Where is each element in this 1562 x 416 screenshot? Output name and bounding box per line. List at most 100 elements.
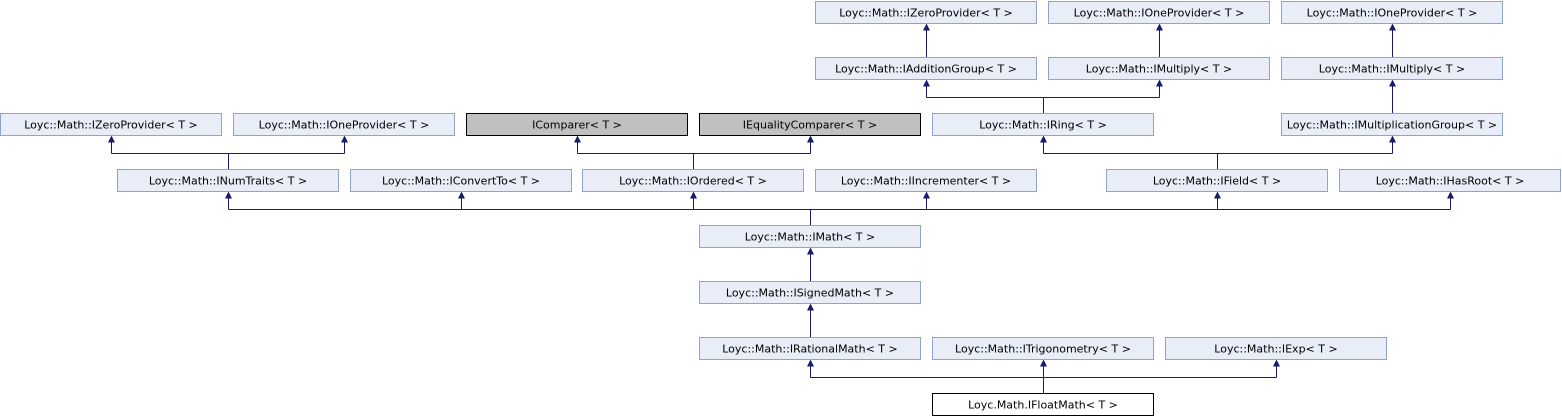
- arrowhead: [807, 247, 814, 255]
- arrowhead: [1214, 191, 1221, 199]
- edge-from-isigned: [807, 247, 814, 282]
- edge-from-inumtraits: [108, 135, 348, 170]
- class-node-itrig[interactable]: Loyc::Math::ITrigonometry< T >: [932, 337, 1154, 360]
- arrowhead: [1040, 359, 1047, 367]
- class-box: [1281, 1, 1503, 24]
- class-node-zero2[interactable]: Loyc::Math::IZeroProvider< T >: [0, 113, 222, 136]
- edge-from-irational: [807, 303, 814, 338]
- class-box: [699, 225, 921, 248]
- class-node-one2[interactable]: Loyc::Math::IOneProvider< T >: [1281, 1, 1503, 24]
- class-node-isigned[interactable]: Loyc::Math::ISignedMath< T >: [699, 281, 921, 304]
- edge-from-iordered: [574, 135, 814, 170]
- arrowhead: [341, 135, 348, 143]
- arrowhead: [923, 79, 930, 87]
- arrowhead: [1040, 135, 1047, 143]
- class-box: [932, 337, 1154, 360]
- class-box: [815, 1, 1037, 24]
- class-box: [0, 113, 222, 136]
- class-label: Loyc::Math::IMath< T >: [745, 231, 875, 244]
- edge-from-addgroup: [923, 23, 930, 58]
- class-node-mul2[interactable]: Loyc::Math::IMultiply< T >: [1281, 57, 1503, 80]
- class-node-one1[interactable]: Loyc::Math::IOneProvider< T >: [1048, 1, 1270, 24]
- class-box: [350, 169, 572, 192]
- class-box: [815, 169, 1037, 192]
- class-label: Loyc::Math::IOrdered< T >: [619, 175, 767, 188]
- class-node-ifloat: Loyc.Math.IFloatMath< T >: [932, 393, 1154, 416]
- edge-from-mul1: [1156, 23, 1163, 58]
- arrowhead: [1447, 191, 1454, 199]
- edge-from-ifloat: [807, 359, 1280, 394]
- arrowhead: [1389, 135, 1396, 143]
- class-box: [815, 57, 1037, 80]
- class-node-iordered[interactable]: Loyc::Math::IOrdered< T >: [582, 169, 804, 192]
- class-box: [1048, 57, 1270, 80]
- class-label: Loyc::Math::IExp< T >: [1214, 343, 1337, 356]
- class-node-ihasroot[interactable]: Loyc::Math::IHasRoot< T >: [1339, 169, 1561, 192]
- class-node-irational[interactable]: Loyc::Math::IRationalMath< T >: [699, 337, 921, 360]
- class-node-iincrementer[interactable]: Loyc::Math::IIncrementer< T >: [815, 169, 1037, 192]
- class-node-imath[interactable]: Loyc::Math::IMath< T >: [699, 225, 921, 248]
- edge-from-mul2: [1389, 23, 1396, 58]
- class-label: Loyc::Math::IMultiplicationGroup< T >: [1287, 119, 1497, 132]
- edge-from-imath: [225, 191, 1454, 226]
- class-label: Loyc.Math.IFloatMath< T >: [968, 399, 1118, 412]
- class-label: Loyc::Math::IField< T >: [1153, 175, 1281, 188]
- class-node-inumtraits[interactable]: Loyc::Math::INumTraits< T >: [117, 169, 339, 192]
- arrowhead: [1273, 359, 1280, 367]
- class-label: Loyc::Math::IOneProvider< T >: [259, 119, 430, 132]
- class-label: IComparer< T >: [532, 119, 622, 132]
- class-label: Loyc::Math::IAdditionGroup< T >: [835, 63, 1017, 76]
- class-node-imulgroup[interactable]: Loyc::Math::IMultiplicationGroup< T >: [1281, 113, 1503, 136]
- class-label: Loyc::Math::IZeroProvider< T >: [24, 119, 198, 132]
- arrowhead: [574, 135, 581, 143]
- arrowhead: [225, 191, 232, 199]
- edge-from-ifield: [1040, 135, 1396, 170]
- class-box: [699, 337, 921, 360]
- class-node-addgroup[interactable]: Loyc::Math::IAdditionGroup< T >: [815, 57, 1037, 80]
- edge-from-imulgroup: [1389, 79, 1396, 114]
- class-label: IEqualityComparer< T >: [743, 119, 877, 132]
- class-label: Loyc::Math::IIncrementer< T >: [841, 175, 1011, 188]
- class-label: Loyc::Math::IMultiply< T >: [1319, 63, 1465, 76]
- class-label: Loyc::Math::ITrigonometry< T >: [955, 343, 1131, 356]
- class-node-one3[interactable]: Loyc::Math::IOneProvider< T >: [233, 113, 455, 136]
- arrowhead: [1389, 23, 1396, 31]
- arrowhead: [923, 23, 930, 31]
- class-label: Loyc::Math::IOneProvider< T >: [1307, 7, 1478, 20]
- class-box: [1165, 337, 1387, 360]
- class-label: Loyc::Math::IConvertTo< T >: [382, 175, 540, 188]
- arrowhead: [807, 135, 814, 143]
- class-box: [1281, 113, 1503, 136]
- class-node-mul1[interactable]: Loyc::Math::IMultiply< T >: [1048, 57, 1270, 80]
- class-node-ifield[interactable]: Loyc::Math::IField< T >: [1106, 169, 1328, 192]
- class-label: Loyc::Math::IZeroProvider< T >: [839, 7, 1013, 20]
- class-box: [1281, 57, 1503, 80]
- class-box: [233, 113, 455, 136]
- class-node-iconvert[interactable]: Loyc::Math::IConvertTo< T >: [350, 169, 572, 192]
- class-label: Loyc::Math::IOneProvider< T >: [1074, 7, 1245, 20]
- arrowhead: [690, 191, 697, 199]
- arrowhead: [108, 135, 115, 143]
- class-box: [1339, 169, 1561, 192]
- class-box: [582, 169, 804, 192]
- arrowhead: [458, 191, 465, 199]
- class-label: Loyc::Math::IRationalMath< T >: [722, 343, 897, 356]
- class-node-icomparer[interactable]: IComparer< T >: [466, 113, 688, 136]
- class-box: [699, 281, 921, 304]
- class-node-iexp[interactable]: Loyc::Math::IExp< T >: [1165, 337, 1387, 360]
- class-label: Loyc::Math::ISignedMath< T >: [726, 287, 894, 300]
- class-box: [699, 113, 921, 136]
- class-box: [932, 113, 1154, 136]
- class-node-iring[interactable]: Loyc::Math::IRing< T >: [932, 113, 1154, 136]
- class-box: [1048, 1, 1270, 24]
- edge-from-iring: [923, 79, 1163, 114]
- class-node-iequality[interactable]: IEqualityComparer< T >: [699, 113, 921, 136]
- class-node-zero1[interactable]: Loyc::Math::IZeroProvider< T >: [815, 1, 1037, 24]
- arrowhead: [1156, 23, 1163, 31]
- edges-layer: [108, 23, 1454, 394]
- arrowhead: [923, 191, 930, 199]
- arrowhead: [807, 303, 814, 311]
- class-label: Loyc::Math::IRing< T >: [979, 119, 1107, 132]
